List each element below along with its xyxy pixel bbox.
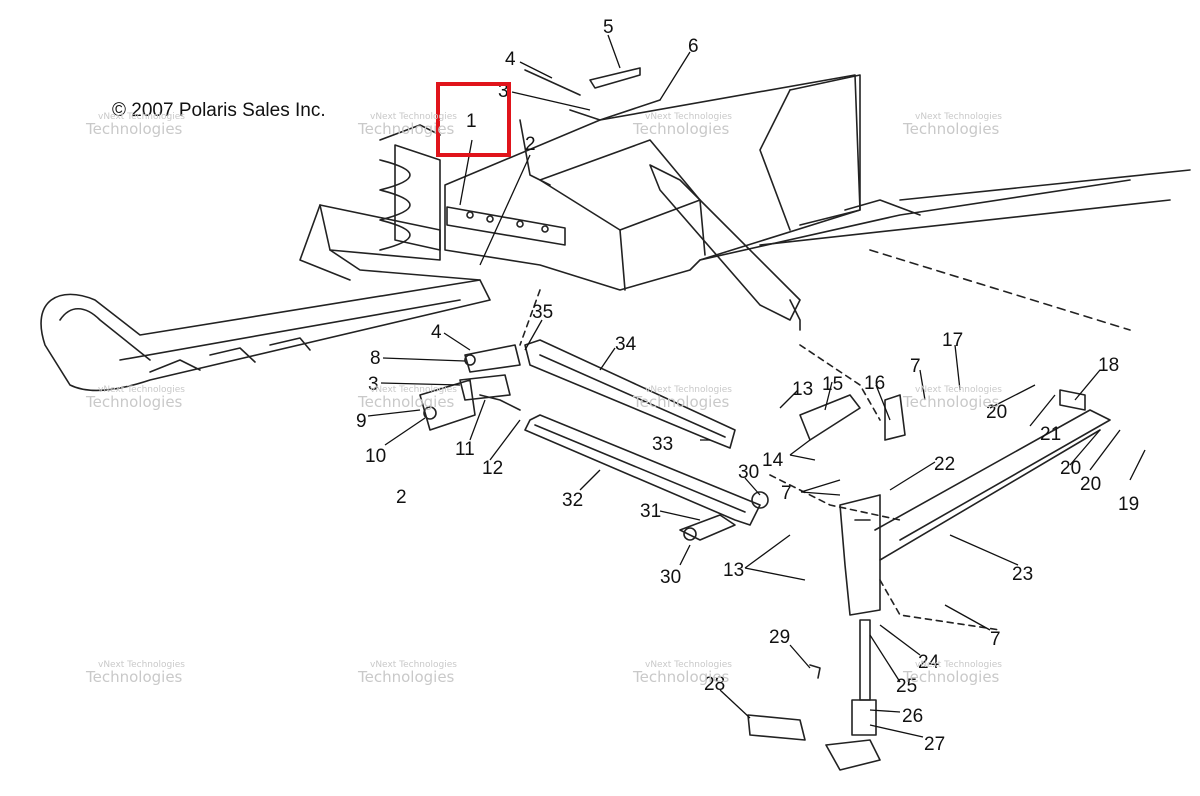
part-callout-15: 15 bbox=[822, 374, 843, 395]
part-callout-34: 34 bbox=[615, 334, 637, 355]
part-callout-6: 6 bbox=[688, 36, 699, 57]
part-callout-24: 24 bbox=[918, 652, 940, 673]
copyright-text: © 2007 Polaris Sales Inc. bbox=[112, 100, 326, 121]
part-callout-28: 28 bbox=[704, 674, 725, 695]
part-callout-30: 30 bbox=[738, 462, 759, 483]
part-callout-32: 32 bbox=[562, 490, 583, 511]
part-callout-16: 16 bbox=[864, 373, 885, 394]
part-callout-4: 4 bbox=[431, 322, 442, 343]
part-callout-7: 7 bbox=[990, 629, 1001, 650]
part-callout-20: 20 bbox=[1080, 474, 1101, 495]
part-callout-25: 25 bbox=[896, 676, 917, 697]
part-callout-2: 2 bbox=[525, 134, 536, 155]
part-callout-29: 29 bbox=[769, 627, 790, 648]
part-callout-1: 1 bbox=[466, 111, 477, 132]
part-callout-5: 5 bbox=[603, 17, 614, 38]
part-callout-35: 35 bbox=[532, 302, 553, 323]
part-callout-13: 13 bbox=[792, 379, 813, 400]
part-callout-7: 7 bbox=[910, 356, 921, 377]
part-callout-21: 21 bbox=[1040, 424, 1061, 445]
part-callout-14: 14 bbox=[762, 450, 784, 471]
part-callout-10: 10 bbox=[365, 446, 386, 467]
part-callout-4: 4 bbox=[505, 49, 516, 70]
part-callout-22: 22 bbox=[934, 454, 955, 475]
part-callout-7: 7 bbox=[781, 483, 792, 504]
part-callout-26: 26 bbox=[902, 706, 923, 727]
part-callout-3: 3 bbox=[368, 374, 379, 395]
part-callout-12: 12 bbox=[482, 458, 503, 479]
part-callout-19: 19 bbox=[1118, 494, 1139, 515]
part-callout-18: 18 bbox=[1098, 355, 1119, 376]
part-callout-3: 3 bbox=[498, 81, 509, 102]
part-callout-30: 30 bbox=[660, 567, 681, 588]
part-callout-8: 8 bbox=[370, 348, 381, 369]
part-callout-20: 20 bbox=[1060, 458, 1081, 479]
part-callout-2: 2 bbox=[396, 487, 407, 508]
part-callout-9: 9 bbox=[356, 411, 367, 432]
part-callout-11: 11 bbox=[455, 439, 475, 460]
part-callout-17: 17 bbox=[942, 330, 963, 351]
part-callout-23: 23 bbox=[1012, 564, 1033, 585]
part-callout-13: 13 bbox=[723, 560, 744, 581]
part-callout-20: 20 bbox=[986, 402, 1007, 423]
part-callout-33: 33 bbox=[652, 434, 673, 455]
part-callout-27: 27 bbox=[924, 734, 945, 755]
highlight-box bbox=[436, 82, 511, 157]
part-callout-31: 31 bbox=[640, 501, 661, 522]
